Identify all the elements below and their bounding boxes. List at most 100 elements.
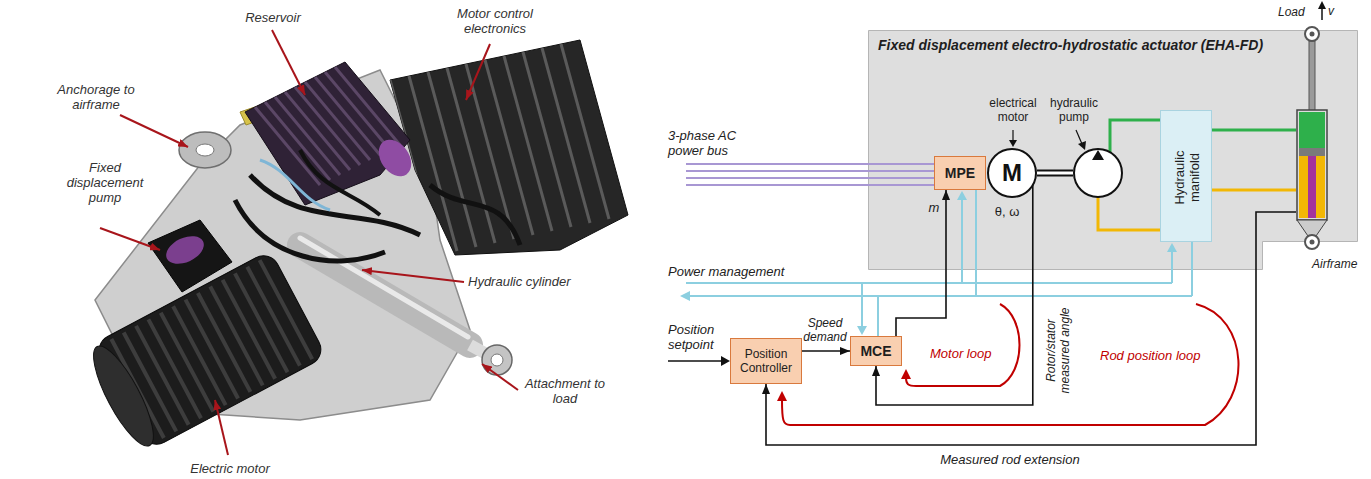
power-management-bus (961, 199, 963, 283)
cylinder-symbol (1299, 156, 1325, 218)
pump-photo (148, 220, 232, 292)
callout-arrow (215, 400, 228, 455)
cylinder-symbol (1296, 24, 1328, 252)
electric-motor-photo (247, 267, 300, 366)
signal-label: 3-phase AC power bus (668, 128, 758, 158)
anchorage-lug (196, 144, 214, 156)
reservoir (372, 134, 418, 183)
power-electronics-box: MPE (934, 156, 986, 190)
text-holder: Reservoir (238, 8, 308, 26)
reservoir (335, 67, 400, 145)
motor-symbol: electrical motorMθ, ω (982, 96, 1044, 220)
motor-control-electronics (390, 40, 628, 255)
reservoir (295, 87, 360, 165)
cylinder-symbol (1310, 240, 1315, 245)
cylinder-symbol (1305, 235, 1319, 249)
control-loop-arrow (901, 369, 911, 379)
text-holder: Electric motor (180, 459, 280, 477)
pump-photo (148, 220, 232, 292)
control-loop-arrow (906, 304, 1020, 386)
load-arrow (1321, 8, 1323, 20)
edge-label: m (929, 200, 940, 215)
power-management-bus (686, 282, 1172, 284)
drive-shaft (1037, 172, 1073, 175)
callout-label: Anchorage to airframe (50, 82, 142, 112)
actuator-title: Fixed displacement electro-hydrostatic a… (878, 37, 1263, 53)
text-holder: Fixed displacement electro-hydrostatic a… (878, 36, 1263, 54)
cylinder-symbol (1299, 148, 1325, 156)
load-label: Load (1278, 5, 1305, 19)
cables (430, 185, 520, 245)
cylinder-symbol (1297, 220, 1327, 236)
cables (235, 150, 520, 261)
three-phase-bus (686, 170, 934, 172)
callout-arrow (120, 115, 188, 147)
signal-connector (1212, 130, 1296, 131)
electric-motor-photo (81, 250, 326, 456)
callout-arrow (272, 30, 305, 95)
box-label: MPE (945, 165, 975, 181)
callout-arrow (100, 228, 160, 250)
electric-motor-photo (185, 300, 238, 399)
signal-label: Rotor/stator measured angle (1044, 304, 1072, 396)
callout-arrow (362, 270, 464, 282)
motor-control-electronics (542, 48, 590, 223)
manifold-label: Hydraulic manifold (1172, 127, 1202, 227)
text-holder: Airframe (1312, 254, 1357, 272)
electric-motor-photo (173, 306, 226, 405)
text-holder: Power management (668, 262, 808, 280)
text-holder: 3-phase AC power bus (668, 128, 758, 159)
edge-label: Measured rod extension (940, 452, 1079, 467)
cables (260, 160, 330, 210)
three-phase-bus (686, 177, 934, 179)
callout-label: Reservoir (245, 10, 301, 25)
reservoir (325, 72, 390, 150)
text-holder: Hydraulic cylinder (468, 272, 598, 290)
cylinder-symbol (1297, 110, 1327, 220)
load-arrow (1318, 1, 1326, 9)
callout-label: Attachment to load (520, 376, 610, 406)
electric-motor-photo (260, 260, 313, 359)
text-holder: θ, ω (982, 202, 1032, 220)
electric-motor-photo (223, 280, 276, 379)
motor-variables: θ, ω (995, 204, 1020, 219)
hydraulic-cylinder-photo (491, 354, 503, 366)
text-holder: Hydraulic manifold (1172, 127, 1203, 227)
motor-letter: M (1002, 159, 1022, 187)
airframe-label: Airframe (1312, 257, 1357, 271)
electric-motor-photo (148, 319, 201, 418)
connector-line (802, 350, 850, 352)
manifold-box: Hydraulic manifold (1160, 110, 1212, 242)
power-management-bus (680, 291, 690, 301)
reservoir (255, 107, 320, 185)
motor-control-electronics (561, 44, 609, 219)
text-holder: electrical motor (982, 96, 1044, 125)
drive-shaft (1037, 173, 1073, 174)
control-loop-arrow (777, 391, 787, 401)
hydraulic-cylinder: Load vAirframe (1278, 2, 1366, 274)
text-holder: v (1328, 1, 1334, 19)
actuator-outline (869, 31, 1358, 270)
signal-label: Power management (668, 264, 784, 279)
callout-arrow (100, 30, 518, 455)
motor-heading: electrical motor (982, 96, 1044, 124)
motor-circle (988, 149, 1036, 197)
cylinder-symbol (1309, 41, 1315, 112)
text-holder: Rod position loop (1100, 346, 1220, 364)
cylinder-symbol (1305, 27, 1319, 41)
loop-label: Rod position loop (1100, 348, 1200, 363)
text-holder: Anchorage to airframe (50, 82, 142, 113)
electric-motor-photo (83, 339, 164, 453)
text-holder: Rotor/stator measured angle (1044, 304, 1073, 396)
connector-line (1212, 189, 1296, 192)
power-management-bus (877, 296, 879, 336)
electric-motor-photo (198, 293, 251, 392)
power-management-bus (861, 283, 863, 327)
motor-control-electronics (504, 56, 552, 231)
signal-connector (1212, 190, 1296, 191)
actuator-photo (0, 0, 640, 479)
signal-label: Position setpoint (668, 322, 726, 352)
text-holder: Motor loop (930, 344, 1010, 362)
power-management-bus (1191, 242, 1193, 296)
electric-motor-photo (235, 273, 288, 372)
